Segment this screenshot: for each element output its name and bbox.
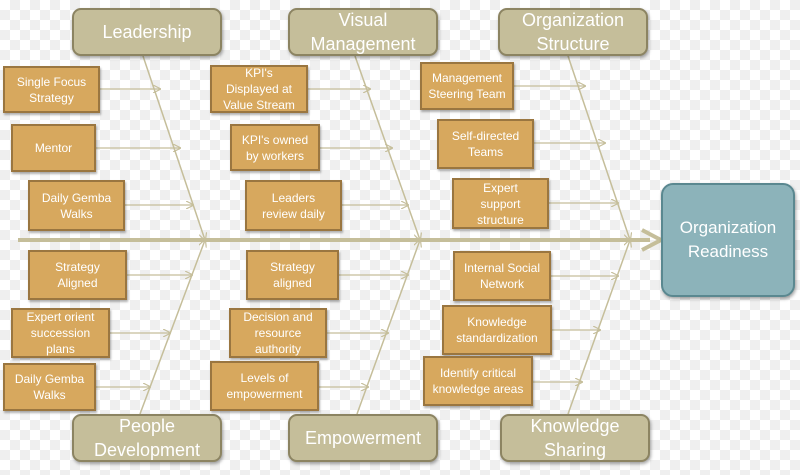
category-organization-structure: Organization Structure (498, 8, 648, 56)
cause-daily-gemba-walks-bottom: Daily Gemba Walks (3, 363, 96, 411)
bone-empowerment (356, 240, 420, 415)
cause-strategy-aligned-mid: Strategy aligned (246, 250, 339, 300)
bone-organization-structure (567, 55, 630, 240)
cause-single-focus-strategy: Single Focus Strategy (3, 66, 100, 113)
category-visual-management: Visual Management (288, 8, 438, 56)
cause-internal-social-network: Internal Social Network (453, 251, 551, 301)
cause-identify-critical: Identify critical knowledge areas (423, 356, 533, 406)
cause-strategy-aligned-left: Strategy Aligned (28, 250, 127, 300)
bone-people-development (139, 240, 205, 415)
category-leadership: Leadership (72, 8, 222, 56)
bone-knowledge-sharing (567, 240, 630, 415)
cause-daily-gemba-walks-top: Daily Gemba Walks (28, 180, 125, 231)
cause-kpis-displayed: KPI's Displayed at Value Stream (210, 65, 308, 113)
cause-leaders-review: Leaders review daily (245, 180, 342, 231)
cause-management-steering: Management Steering Team (420, 62, 514, 110)
cause-kpis-owned: KPI's owned by workers (230, 124, 320, 171)
cause-mentor: Mentor (11, 124, 96, 172)
cause-knowledge-standardization: Knowledge standardization (442, 305, 552, 355)
cause-expert-orient: Expert orient succession plans (11, 308, 110, 358)
cause-self-directed: Self-directed Teams (437, 119, 534, 169)
result-organization-readiness: Organization Readiness (661, 183, 795, 297)
category-people-development: People Development (72, 414, 222, 462)
category-knowledge-sharing: Knowledge Sharing (500, 414, 650, 462)
category-empowerment: Empowerment (288, 414, 438, 462)
cause-decision-authority: Decision and resource authority (229, 308, 327, 358)
cause-expert-support: Expert support structure (452, 178, 549, 229)
cause-levels-empowerment: Levels of empowerment (210, 361, 319, 411)
